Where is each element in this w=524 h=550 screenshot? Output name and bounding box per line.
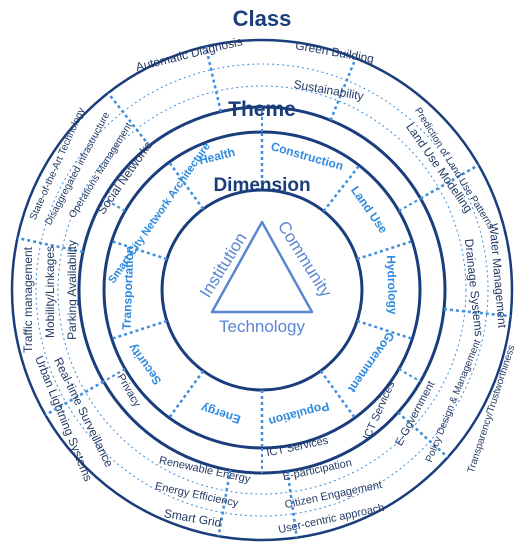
class-divider (44, 380, 105, 417)
theme-label: Construction (269, 139, 345, 173)
theme-divider (322, 164, 361, 212)
dimension-heading: Dimension (213, 175, 310, 196)
class-label: Parking Availability (65, 240, 79, 340)
theme-divider (168, 161, 205, 210)
class-divider (217, 470, 232, 537)
theme-divider (168, 370, 205, 419)
theme-label: Population (267, 399, 331, 429)
class-label: Automatic Diagnosis (134, 34, 244, 74)
theme-heading: Theme (228, 98, 296, 121)
class-divider (286, 471, 299, 538)
segment-dividers (17, 46, 511, 538)
theme-label: Energy (199, 401, 242, 427)
class-divider (397, 411, 449, 459)
theme-divider (111, 319, 168, 341)
class-divider (17, 236, 84, 254)
class-label: Prediction of Land Use Patterns (412, 106, 496, 232)
class-label: Sustainability (293, 77, 365, 103)
band-divider (103, 197, 126, 212)
core-label-technology: Technology (219, 317, 306, 336)
class-divider (107, 92, 151, 147)
class-label: Social Networks (94, 138, 155, 217)
class-ring-guide-1 (35, 63, 489, 517)
band-divider (103, 368, 126, 383)
class-label: Mobility/Linkages (43, 246, 57, 338)
theme-label: Transportation (120, 246, 137, 330)
class-label: ICT Services (265, 435, 329, 460)
theme-divider (319, 370, 356, 419)
class-divider (419, 163, 480, 200)
class-ring-guide-2 (57, 85, 467, 495)
class-label: E-participation (282, 457, 353, 483)
class-label: Drainage Systems (462, 238, 486, 337)
class-label: Green Building (294, 38, 375, 66)
class-label: Renewable Energy (158, 455, 252, 486)
triangle-shape (210, 220, 314, 314)
core-triangle: Institution Community Technology (196, 218, 336, 336)
class-divider (329, 57, 357, 121)
theme-divider (356, 239, 413, 261)
theme-label: Hydrology (384, 255, 400, 315)
outer-ring (10, 38, 514, 542)
class-divider (204, 46, 223, 112)
class-divider (443, 307, 511, 318)
theme-divider (111, 239, 168, 261)
class-label: Smart Grid (163, 506, 223, 530)
band-divider (398, 368, 421, 383)
band-divider (398, 197, 421, 212)
class-label: Traffic management (21, 246, 35, 353)
theme-divider (356, 319, 413, 341)
class-heading: Class (233, 6, 292, 31)
class-label: ICT Services (361, 379, 398, 442)
